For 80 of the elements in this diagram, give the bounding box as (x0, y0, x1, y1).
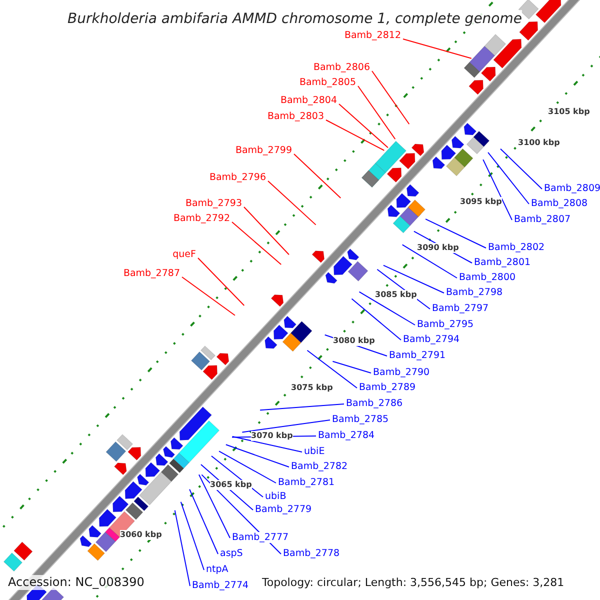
gene-label: Bamb_2798 (445, 287, 504, 298)
gene-label: Bamb_2792 (172, 213, 231, 224)
leader-line (232, 436, 302, 452)
gene-label: ntpA (205, 564, 230, 575)
leader-line (402, 244, 458, 278)
title: Burkholderia ambifaria AMMD chromosome 1, complete genome (68, 10, 522, 28)
leader-line (500, 148, 542, 190)
gene-label: Bamb_2796 (208, 172, 267, 183)
gene-label: ubiE (303, 446, 326, 457)
gene-label: Bamb_2806 (312, 62, 371, 73)
leader-line (351, 298, 402, 340)
gene-label: Bamb_2787 (122, 268, 181, 279)
leader-line (482, 159, 512, 220)
tick-label: 3090 kbp (417, 243, 459, 253)
gene-label: Bamb_2785 (331, 414, 390, 425)
gene-label: Bamb_2795 (416, 319, 475, 330)
tick-label: 3095 kbp (460, 197, 502, 207)
leader-line (198, 258, 245, 306)
gene-label: Bamb_2789 (358, 382, 417, 393)
gene-label: Bamb_2794 (402, 334, 461, 345)
gene-label: aspS (219, 548, 244, 559)
tick-label: 3060 kbp (120, 530, 162, 540)
leader-line (198, 474, 230, 538)
leader-line (358, 291, 416, 326)
leader-line (174, 510, 190, 586)
leader-line (402, 38, 472, 59)
gene-label: Bamb_2808 (530, 198, 589, 209)
tick-label: 3105 kbp (548, 107, 590, 117)
leader-line (382, 264, 444, 294)
leader-line (294, 154, 342, 198)
leader-line (358, 86, 396, 140)
gene-label: Bamb_2793 (184, 198, 243, 209)
leader-line (242, 420, 330, 433)
gene-label: Bamb_2803 (266, 111, 325, 122)
leader-line (189, 488, 218, 554)
gene-label: Bamb_2804 (279, 95, 338, 106)
tick-label: 3080 kbp (333, 336, 375, 346)
leader-line (180, 501, 204, 570)
gene-label: Bamb_2812 (343, 30, 402, 41)
gene-label: Bamb_2778 (282, 548, 341, 559)
tick-label: 3100 kbp (518, 138, 560, 148)
tick-label: 3065 kbp (210, 480, 252, 490)
gene-label: Bamb_2807 (513, 214, 572, 225)
gene-label: Bamb_2782 (290, 461, 349, 472)
gene-label: Bamb_2799 (234, 145, 293, 156)
leader-line (182, 276, 236, 316)
gene-label: Bamb_2797 (431, 303, 490, 314)
leader-line (488, 152, 530, 204)
gene-label: Bamb_2779 (254, 504, 313, 515)
genome-info-text: Topology: circular; Length: 3,556,545 bp; Genes: 3,281 (262, 575, 564, 590)
leader-line (218, 450, 276, 484)
leader-line (306, 350, 358, 388)
tick-label: 3085 kbp (375, 290, 417, 300)
tick-label: 3070 kbp (251, 431, 293, 441)
leader-line (225, 444, 290, 468)
gene-label: Bamb_2809 (543, 183, 600, 194)
gene-label: Bamb_2791 (388, 350, 447, 361)
gene-label: Bamb_2774 (191, 580, 250, 591)
accession-text: Accession: NC_008390 (8, 575, 144, 590)
leader-line (268, 180, 316, 226)
leader-line (326, 120, 385, 151)
gene-label: Bamb_2786 (345, 398, 404, 409)
leader-line (425, 218, 486, 248)
gene-label: Bamb_2801 (473, 257, 532, 268)
gene-label: ubiB (264, 491, 288, 502)
tick-label: 3075 kbp (291, 383, 333, 393)
gene-label: queF (172, 249, 197, 260)
gene-label: Bamb_2777 (231, 532, 290, 543)
leader-line (232, 222, 282, 265)
gene-label: Bamb_2784 (317, 430, 376, 441)
gene-label: Bamb_2802 (487, 242, 546, 253)
gene-label: Bamb_2781 (277, 477, 336, 488)
leader-line (372, 70, 410, 125)
leader-line (332, 360, 372, 374)
gene-label: Bamb_2805 (298, 77, 357, 88)
gene-label: Bamb_2800 (458, 272, 517, 283)
leader-line (244, 206, 290, 256)
leader-line (338, 104, 388, 148)
leader-line (260, 404, 344, 411)
gene-label: Bamb_2790 (372, 367, 431, 378)
